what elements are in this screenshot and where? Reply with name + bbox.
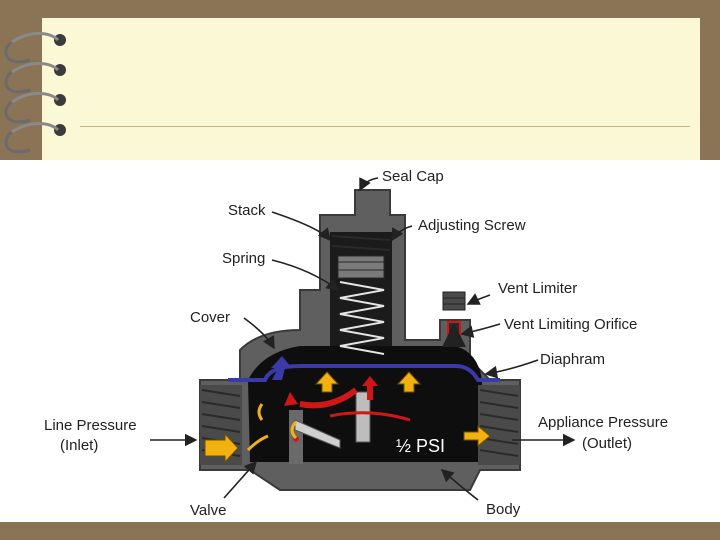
- label-half-psi: ½ PSI: [396, 436, 445, 456]
- label-cover: Cover: [190, 309, 230, 326]
- thread-lines: [201, 235, 519, 457]
- notebook-page: [42, 18, 700, 160]
- vent-limiter: [442, 291, 466, 347]
- spiral-ring-4: [4, 122, 66, 154]
- label-leader-lines: [150, 177, 576, 501]
- diaphragm-movement-arrow: [271, 356, 292, 380]
- regulator-housing: [199, 189, 521, 491]
- label-line-pressure: Line Pressure: [44, 417, 137, 434]
- label-appliance-pressure-outlet: (Outlet): [582, 435, 632, 452]
- label-spring: Spring: [222, 250, 265, 267]
- diaphragm: [228, 364, 500, 382]
- spring: [339, 281, 385, 355]
- spiral-ring-3: [4, 92, 66, 124]
- adjusting-screw: [337, 255, 385, 279]
- label-diaphram: Diaphram: [540, 351, 605, 368]
- label-stack: Stack: [228, 202, 266, 219]
- spiral-ring-1: [4, 32, 66, 64]
- label-line-pressure-inlet: (Inlet): [60, 437, 98, 454]
- label-valve: Valve: [190, 502, 226, 519]
- label-body: Body: [486, 501, 521, 518]
- gas-flow-arrows: [204, 371, 491, 464]
- spiral-ring-2: [4, 62, 66, 94]
- outlet-pressure-badge: ½ PSI: [390, 432, 458, 458]
- label-appliance-pressure: Appliance Pressure: [538, 414, 668, 431]
- relief-flow-arrows: [284, 376, 411, 422]
- spiral-binding: [4, 32, 66, 154]
- title-underline: [80, 126, 690, 127]
- label-vent-limiter: Vent Limiter: [498, 280, 577, 297]
- label-seal-cap: Seal Cap: [382, 168, 444, 185]
- label-adjusting-screw: Adjusting Screw: [418, 217, 526, 234]
- label-vent-limiting-orifice: Vent Limiting Orifice: [504, 316, 637, 333]
